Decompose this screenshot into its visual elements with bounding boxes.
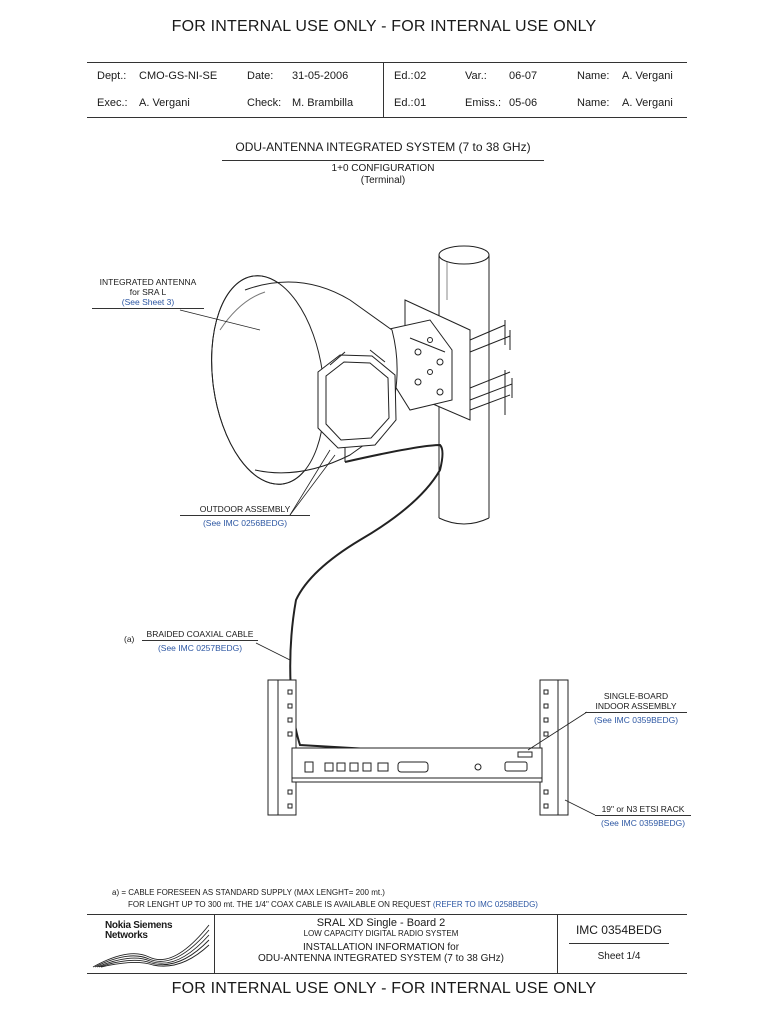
configuration-label: 1+0 CONFIGURATION [331,163,435,174]
cable-label-rule [142,640,258,641]
ed-value-1: 02 [414,70,427,82]
exec-label: Exec.: [97,97,128,109]
title-block-divider-2 [557,915,558,973]
antenna-label-line1: INTEGRATED ANTENNA [99,277,197,287]
emiss-value: 05-06 [509,97,538,109]
date-value: 31-05-2006 [292,70,349,82]
cable-ref-wrap: (See IMC 0257BEDG) [142,643,258,653]
antenna-label-rule [92,308,204,309]
cable-label-line1: BRAIDED COAXIAL CABLE [146,629,254,639]
title-block: Nokia Siemens Networks SRAL XD Single - … [87,914,687,974]
var-value: 06-07 [509,70,538,82]
company-logo: Nokia Siemens Networks [89,917,214,971]
rack-label-line1: 19" or N3 ETSI RACK [601,804,685,814]
document-code-rule [569,943,669,944]
cable-ref: (See IMC 0257BEDG) [157,643,243,653]
outdoor-ref-wrap: (See IMC 0256BEDG) [180,518,310,528]
outdoor-ref: (See IMC 0256BEDG) [202,518,288,528]
document-title-line-1: INSTALLATION INFORMATION for [302,942,460,953]
header-row-2: Exec.: A. Vergani Check: M. Brambilla Ed… [87,90,687,117]
note-line-2-ref: (REFER TO IMC 0258BEDG) [432,900,538,909]
header-row-1: Dept.: CMO-GS-NI-SE Date: 31-05-2006 Ed.… [87,63,687,90]
bottom-banner: FOR INTERNAL USE ONLY - FOR INTERNAL USE… [171,980,597,997]
document-title-line-2: ODU-ANTENNA INTEGRATED SYSTEM (7 to 38 G… [258,953,504,964]
antenna-label-line2: for SRA L [129,287,167,297]
leader-lines [179,309,596,816]
indoor-label-line2: INDOOR ASSEMBLY [595,701,677,711]
indoor-ref: (See IMC 0359BEDG) [593,715,679,725]
system-subtitle: LOW CAPACITY DIGITAL RADIO SYSTEM [303,929,459,938]
date-label: Date: [247,70,274,82]
var-label: Var.: [465,70,487,82]
outdoor-label-rule [180,515,310,516]
rack-ref: (See IMC 0359BEDG) [600,818,686,828]
logo-line-1: Nokia Siemens [105,920,173,931]
dept-label: Dept.: [97,70,127,82]
emiss-label: Emiss.: [465,97,502,109]
indoor-ref-wrap: (See IMC 0359BEDG) [585,715,687,725]
system-name: SRAL XD Single - Board 2 [316,917,446,929]
title-block-divider-1 [214,915,215,973]
indoor-assembly-label: SINGLE-BOARD INDOOR ASSEMBLY [585,691,687,711]
ed-label-2: Ed.: [394,97,414,109]
header-divider [383,63,384,117]
name-label-2: Name: [577,97,610,109]
dept-value: CMO-GS-NI-SE [139,70,218,82]
rack-left-post [267,679,297,816]
logo-wave-graphic [92,924,210,968]
top-banner: FOR INTERNAL USE ONLY - FOR INTERNAL USE… [171,18,597,35]
logo-line-2: Networks [105,930,148,941]
coaxial-cable [289,443,479,769]
antenna-ref: (See Sheet 3) [121,297,175,307]
check-value: M. Brambilla [292,97,354,109]
rack-ref-wrap: (See IMC 0359BEDG) [595,818,691,828]
name-label-1: Name: [577,70,610,82]
rack-label-rule [595,815,691,816]
note-line-1: a) = CABLE FORESEEN AS STANDARD SUPPLY (… [112,888,385,897]
ed-label-1: Ed.: [394,70,414,82]
terminal-label: (Terminal) [360,175,406,186]
indoor-label-line1: SINGLE-BOARD [603,691,669,701]
title-block-center: SRAL XD Single - Board 2 LOW CAPACITY DI… [215,917,547,964]
outdoor-label-line1: OUTDOOR ASSEMBLY [199,504,291,514]
name-value-2: A. Vergani [622,97,673,109]
drawing-subtitle: 1+0 CONFIGURATION (Terminal) [222,163,544,187]
ed-value-2: 01 [414,97,427,109]
drawing-title: ODU-ANTENNA INTEGRATED SYSTEM (7 to 38 G… [235,140,531,154]
check-label: Check: [247,97,282,109]
rack-right-post [539,679,569,816]
name-value-1: A. Vergani [622,70,673,82]
antenna-label: INTEGRATED ANTENNA for SRA L (See Sheet … [92,277,204,307]
note-line-2: FOR LENGHT UP TO 300 mt. THE 1/4" COAX C… [128,900,538,909]
note-line-2-text: FOR LENGHT UP TO 300 mt. THE 1/4" COAX C… [128,900,431,909]
pole-bracket [384,299,513,421]
cable-label: BRAIDED COAXIAL CABLE [142,629,258,639]
indoor-unit [291,747,543,783]
sheet-number: Sheet 1/4 [597,951,641,962]
outdoor-assembly-label: OUTDOOR ASSEMBLY [180,504,310,514]
indoor-label-rule [585,712,687,713]
logo-text: Nokia Siemens Networks [105,920,173,941]
title-underline [222,160,544,161]
header-info-table: Dept.: CMO-GS-NI-SE Date: 31-05-2006 Ed.… [87,62,687,118]
document-code: IMC 0354BEDG [575,923,663,937]
exec-value: A. Vergani [139,97,190,109]
cable-note-marker: (a) [124,634,135,644]
outdoor-unit [317,349,397,462]
rack-label: 19" or N3 ETSI RACK [595,804,691,814]
